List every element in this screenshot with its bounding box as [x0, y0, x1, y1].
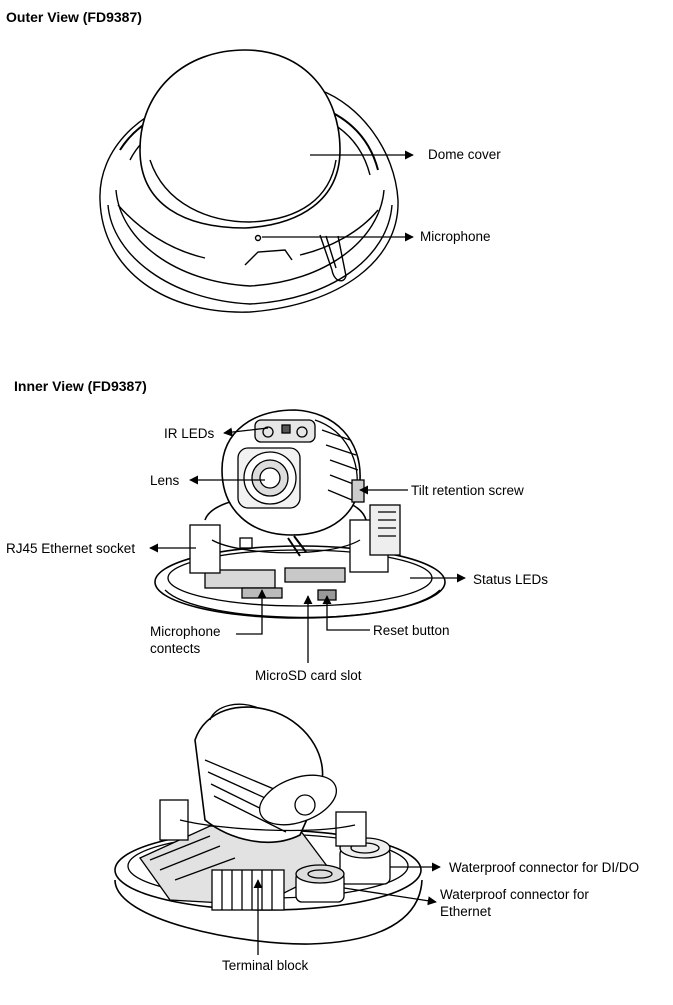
label-terminal-block: Terminal block: [222, 958, 309, 973]
label-waterproof-dido: Waterproof connector for DI/DO: [449, 860, 640, 875]
label-waterproof-ethernet-1: Waterproof connector for: [440, 887, 589, 902]
label-microphone-contects-2: contects: [150, 641, 201, 656]
outer-dome-camera-drawing: [99, 49, 399, 313]
label-lens: Lens: [150, 473, 180, 488]
label-microphone: Microphone: [420, 229, 491, 244]
label-status-leds: Status LEDs: [473, 572, 549, 587]
waterproof-ethernet-leader: [343, 887, 437, 906]
outer-view-title: Outer View (FD9387): [6, 9, 142, 25]
inner-camera-drawing: [154, 409, 446, 619]
label-tilt-retention-screw: Tilt retention screw: [411, 483, 524, 498]
reset-button-leader: [322, 595, 370, 631]
label-ir-leds: IR LEDs: [164, 426, 215, 441]
label-microphone-contects-1: Microphone: [150, 624, 221, 639]
ir-leds-leader: [223, 427, 269, 437]
microphone-contects-leader: [236, 589, 267, 635]
inner-view-title: Inner View (FD9387): [14, 378, 147, 394]
label-rj45-ethernet-socket: RJ45 Ethernet socket: [6, 541, 136, 556]
label-microsd-card-slot: MicroSD card slot: [255, 668, 362, 683]
bottom-camera-drawing: [114, 703, 423, 945]
label-reset-button: Reset button: [373, 623, 450, 638]
label-dome-cover: Dome cover: [428, 147, 501, 162]
label-waterproof-ethernet-2: Ethernet: [440, 904, 492, 919]
